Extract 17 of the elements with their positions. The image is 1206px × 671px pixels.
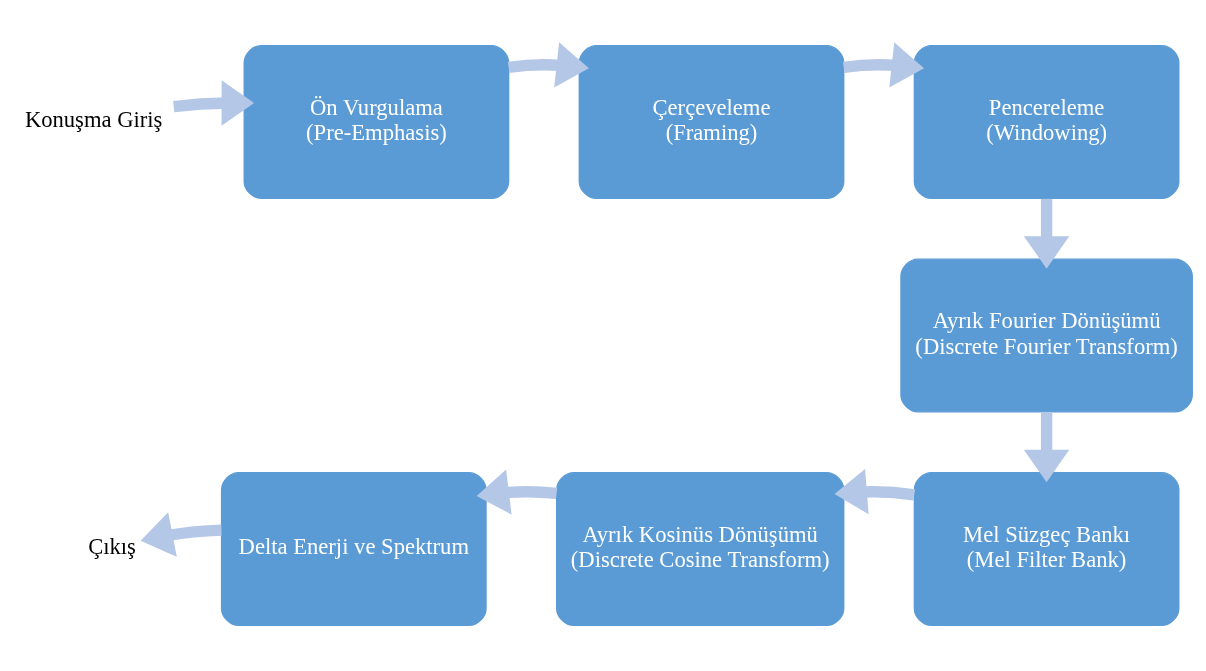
arrow xyxy=(834,468,916,515)
arrow xyxy=(842,42,925,88)
arrow xyxy=(1023,412,1070,483)
node-box: Mel Süzgeç Bankı (Mel Filter Bank) xyxy=(913,471,1180,627)
node-box: Ön Vurgulama (Pre-Emphasis) xyxy=(243,44,510,200)
arrow xyxy=(476,469,558,515)
node-box: Ayrık Fourier Dönüşümü (Discrete Fourier Transform) xyxy=(900,258,1193,413)
node-text: Konuşma Giriş xyxy=(24,107,163,133)
arrow xyxy=(173,80,255,126)
arrow xyxy=(507,42,589,88)
node-box: Pencereleme (Windowing) xyxy=(913,44,1180,200)
node-box: Delta Enerji ve Spektrum xyxy=(220,471,487,627)
node-box: Ayrık Kosinüs Dönüşümü (Discrete Cosine Transform) xyxy=(556,471,845,627)
arrow xyxy=(140,512,222,557)
node-text: Çıkış xyxy=(88,534,136,560)
arrow xyxy=(1023,198,1070,269)
node-box: Çerçeveleme (Framing) xyxy=(578,44,845,200)
